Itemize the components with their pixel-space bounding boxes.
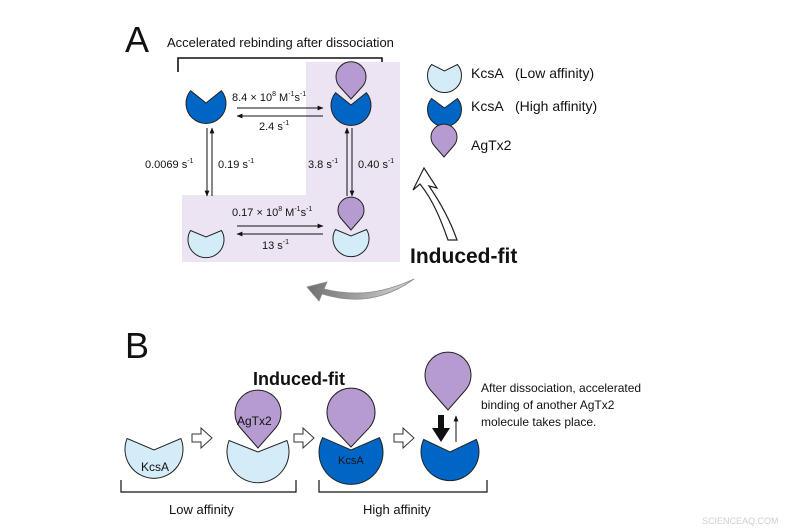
agtx2-shape [337,196,365,231]
rate-left-down: 0.0069 s-1 [145,158,194,171]
binding-down-arrow [432,415,450,442]
kcsa-low-affinity-shape [187,229,225,259]
kcsa-label-2: KcsA [338,455,364,467]
rate-left-up: 0.19 s-1 [218,158,254,171]
agtx2-shape [335,61,367,100]
rate-top-reverse: 2.4 s-1 [259,120,289,133]
induced-fit-curve-arrow [412,166,458,241]
note-line-1: After dissociation, accelerated [481,381,641,395]
legend-kcsa-high-icon [427,97,462,127]
kcsa-low-affinity-shape [332,228,370,258]
rate-right-up: 3.8 s-1 [308,158,338,171]
legend-kcsa-high-name: KcsA [471,98,504,114]
rate-top-forward: 8.4 × 108 M-1s-1 [232,91,306,104]
legend-kcsa-high-note: (High affinity) [515,98,597,114]
low-affinity-bracket [120,480,297,493]
rate-bottom-forward: 0.17 × 108 M-1s-1 [232,206,312,219]
agtx2-shape [424,351,472,411]
legend-kcsa-low-icon [427,63,462,93]
step-arrow-2 [293,426,315,450]
high-affinity-bracket [318,480,488,493]
kcsa-label-1: KcsA [141,460,169,474]
agtx2-shape [326,387,376,448]
legend-kcsa-low-note: (Low affinity) [515,65,594,81]
legend-kcsa-low-name: KcsA [471,65,504,81]
agtx2-shape [234,389,282,449]
high-affinity-label: High affinity [363,502,431,517]
kcsa-high-affinity-shape [185,90,227,124]
rate-right-down: 0.40 s-1 [358,158,394,171]
step-arrow-3 [393,426,415,450]
note-line-3: molecule takes place. [481,415,596,429]
kcsa-low-affinity-shape [226,439,290,484]
kcsa-low-affinity-shape [124,437,184,479]
legend-agtx2-icon [430,123,458,158]
low-affinity-label: Low affinity [169,502,234,517]
kcsa-high-affinity-shape [420,438,480,482]
kcsa-high-affinity-shape [318,436,384,485]
kcsa-high-affinity-shape [330,92,372,126]
step-arrow-1 [191,426,213,450]
note-line-2: binding of another AgTx2 [481,398,615,412]
panel-a-induced-fit-label: Induced-fit [410,245,517,268]
legend-agtx2-name: AgTx2 [471,137,512,153]
panel-a-title: Accelerated rebinding after dissociation [167,35,394,50]
agtx2-label: AgTx2 [237,414,272,428]
panel-b-induced-fit-label: Induced-fit [253,369,345,389]
swoosh-arrow [306,278,415,302]
watermark: SCIENCEAQ.COM [702,516,779,526]
panel-a-letter: A [125,19,149,60]
panel-b-letter: B [125,325,149,366]
rate-bottom-reverse: 13 s-1 [262,239,289,252]
